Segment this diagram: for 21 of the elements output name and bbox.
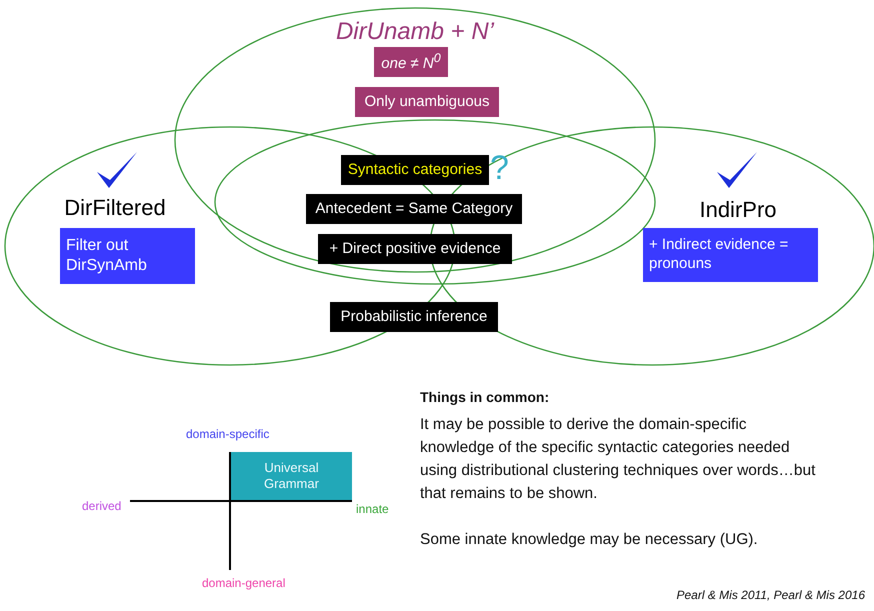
text-box: Syntactic categories [341,155,489,185]
text-box: Probabilistic inference [330,302,498,332]
paragraph: Some innate knowledge may be necessary (UG). [420,530,759,550]
paragraph: It may be possible to derive the domain-specific knowledge of the specific syntactic categories needed using distributional clustering techniques over words…but that remains to be shown. [420,415,816,504]
set-title: DirFiltered [63,195,167,221]
text-box: Antecedent = Same Category [306,194,522,224]
axis-label: innate [356,502,389,518]
text-box: one ≠ N$^{0}$ [374,47,448,77]
text-box: + Indirect evidence = pronouns [643,228,818,282]
heading: Things in common: [420,388,550,406]
citation: Pearl & Mis 2011, Pearl & Mis 2016 [675,588,865,604]
set-title: DirUnamb + N’ [334,18,496,46]
text-box: Filter out DirSynAmb [60,228,195,284]
axis-label: domain-specific [186,427,270,443]
text-box: + Direct positive evidence [318,234,512,264]
axis-label: domain-general [202,576,286,592]
question-mark: ? [490,148,509,189]
text-box: Only unambiguous [355,87,499,117]
axis-label: derived [82,499,122,515]
set-title: IndirPro [698,197,778,223]
quadrant-box: Universal Grammar [231,452,352,500]
